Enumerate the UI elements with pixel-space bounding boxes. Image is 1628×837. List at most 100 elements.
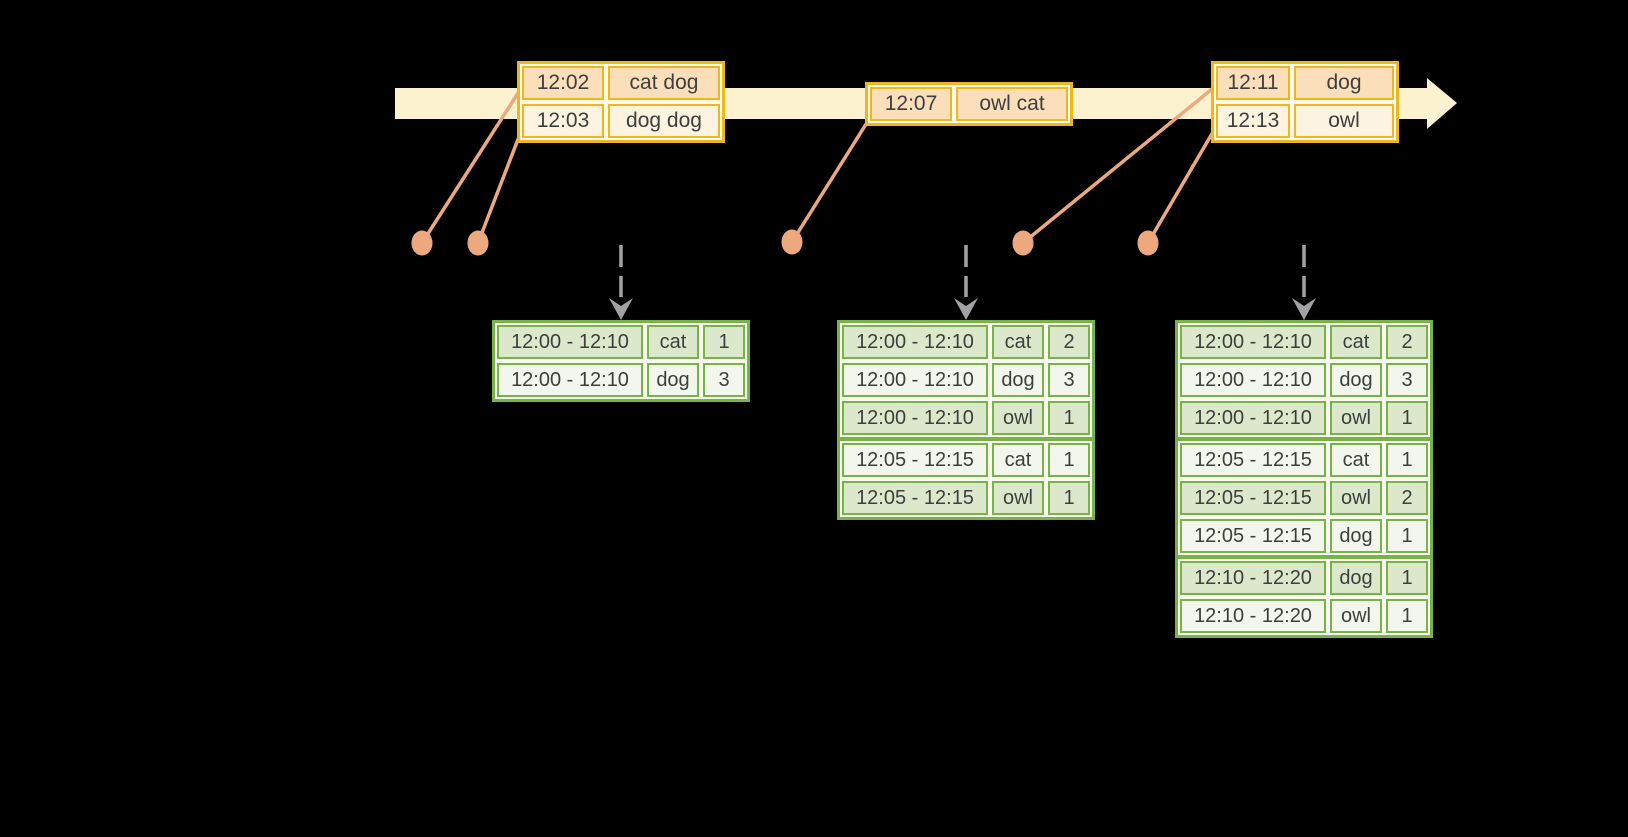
count-cell: 1 xyxy=(1386,561,1428,595)
down-arrowhead-icon xyxy=(954,298,978,320)
window-group-divider xyxy=(1178,555,1430,559)
window-cell: 12:00 - 12:10 xyxy=(842,363,988,397)
event-dot xyxy=(781,229,803,255)
window-cell: 12:10 - 12:20 xyxy=(1180,599,1326,633)
connector-line xyxy=(1021,87,1214,245)
connector-line xyxy=(420,89,522,244)
event-dot xyxy=(1012,230,1034,256)
word-cell: cat xyxy=(992,443,1044,477)
event-time-cell: 12:02 xyxy=(522,66,604,100)
word-cell: dog xyxy=(647,363,699,397)
word-cell: owl xyxy=(1330,481,1382,515)
window-cell: 12:05 - 12:15 xyxy=(842,443,988,477)
event-time-cell: 12:13 xyxy=(1216,104,1290,138)
word-cell: cat xyxy=(647,325,699,359)
window-group-divider xyxy=(1178,437,1430,441)
window-cell: 12:00 - 12:10 xyxy=(497,325,643,359)
count-cell: 1 xyxy=(1386,519,1428,553)
connector-line xyxy=(476,128,524,244)
word-cell: cat xyxy=(992,325,1044,359)
window-cell: 12:00 - 12:10 xyxy=(1180,325,1326,359)
event-time-cell: 12:11 xyxy=(1216,66,1290,100)
count-cell: 1 xyxy=(1048,481,1090,515)
event-words-cell: dog xyxy=(1294,66,1394,100)
count-cell: 1 xyxy=(1386,401,1428,435)
window-cell: 12:10 - 12:20 xyxy=(1180,561,1326,595)
down-arrowhead-icon xyxy=(609,298,633,320)
event-words-cell: owl cat xyxy=(956,87,1068,121)
word-cell: owl xyxy=(1330,401,1382,435)
count-cell: 3 xyxy=(1048,363,1090,397)
word-cell: owl xyxy=(992,401,1044,435)
count-cell: 1 xyxy=(703,325,745,359)
count-cell: 2 xyxy=(1386,325,1428,359)
word-cell: dog xyxy=(1330,363,1382,397)
window-cell: 12:05 - 12:15 xyxy=(1180,481,1326,515)
word-cell: dog xyxy=(1330,519,1382,553)
window-cell: 12:00 - 12:10 xyxy=(842,325,988,359)
window-cell: 12:00 - 12:10 xyxy=(497,363,643,397)
word-cell: owl xyxy=(1330,599,1382,633)
event-words-cell: dog dog xyxy=(608,104,720,138)
event-words-cell: cat dog xyxy=(608,66,720,100)
window-cell: 12:05 - 12:15 xyxy=(1180,443,1326,477)
event-dot xyxy=(411,230,433,256)
event-dot xyxy=(467,230,489,256)
count-cell: 2 xyxy=(1386,481,1428,515)
word-cell: cat xyxy=(1330,443,1382,477)
down-arrowhead-icon xyxy=(1292,298,1316,320)
word-cell: owl xyxy=(992,481,1044,515)
word-cell: dog xyxy=(1330,561,1382,595)
event-time-cell: 12:07 xyxy=(870,87,952,121)
event-words-cell: owl xyxy=(1294,104,1394,138)
event-time-cell: 12:03 xyxy=(522,104,604,138)
window-cell: 12:00 - 12:10 xyxy=(1180,401,1326,435)
count-cell: 1 xyxy=(1048,443,1090,477)
connector-lines xyxy=(420,87,1215,245)
timeline-arrowhead xyxy=(1427,78,1457,129)
count-cell: 1 xyxy=(1048,401,1090,435)
count-cell: 1 xyxy=(1386,443,1428,477)
word-cell: dog xyxy=(992,363,1044,397)
count-cell: 3 xyxy=(703,363,745,397)
count-cell: 3 xyxy=(1386,363,1428,397)
window-cell: 12:05 - 12:15 xyxy=(842,481,988,515)
trigger-arrows xyxy=(609,245,1316,320)
window-cell: 12:05 - 12:15 xyxy=(1180,519,1326,553)
window-cell: 12:00 - 12:10 xyxy=(1180,363,1326,397)
connector-line xyxy=(790,120,870,243)
event-dot xyxy=(1137,230,1159,256)
event-dots xyxy=(411,229,1159,256)
window-cell: 12:00 - 12:10 xyxy=(842,401,988,435)
count-cell: 1 xyxy=(1386,599,1428,633)
word-cell: cat xyxy=(1330,325,1382,359)
window-group-divider xyxy=(840,437,1092,441)
